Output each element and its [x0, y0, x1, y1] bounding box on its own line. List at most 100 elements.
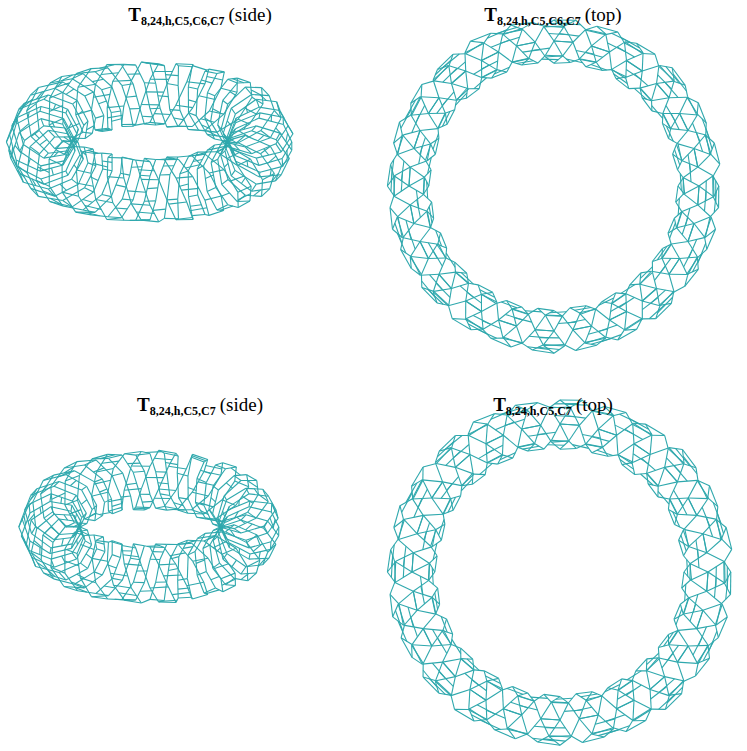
mesh-edge — [710, 143, 714, 155]
mesh-edge — [187, 582, 204, 586]
mesh-edge — [153, 551, 164, 552]
mesh-edge — [102, 461, 119, 463]
mesh-edge — [611, 303, 627, 312]
mesh-edge — [40, 507, 41, 513]
mesh-edge — [282, 142, 292, 158]
mesh-edge — [232, 560, 236, 567]
mesh-edge — [218, 125, 221, 129]
mesh-edge — [142, 116, 153, 118]
mesh-edge — [223, 100, 228, 104]
mesh-edge — [101, 73, 118, 75]
mesh-edge — [195, 478, 197, 502]
mesh-edge — [170, 109, 180, 111]
mesh-edge — [438, 113, 445, 128]
mesh-edge — [420, 241, 428, 258]
mesh-edge — [592, 46, 610, 52]
mesh-edge — [150, 544, 156, 559]
mesh-edge — [72, 179, 79, 184]
mesh-edge — [211, 576, 219, 579]
mesh-edge — [55, 184, 79, 196]
mesh-edge — [233, 150, 256, 158]
mesh-edge — [121, 496, 131, 497]
mesh-edge — [697, 103, 698, 116]
mesh-edge — [203, 545, 210, 548]
mesh-edge — [108, 154, 112, 157]
mesh-edge — [93, 94, 110, 97]
mesh-edge — [168, 568, 178, 570]
mesh-edge — [221, 104, 228, 129]
mesh-edge — [516, 42, 535, 46]
mesh-edge — [94, 551, 105, 571]
mesh-edge — [60, 184, 67, 190]
mesh-edge — [410, 205, 414, 224]
mesh-edge — [688, 115, 697, 130]
mesh-edge — [188, 100, 196, 102]
mesh-edge — [238, 186, 251, 192]
mesh-edge — [74, 165, 77, 169]
mesh-edge — [585, 337, 605, 343]
mesh-edge — [49, 119, 62, 125]
mesh-edge — [483, 43, 498, 52]
mesh-edge — [178, 156, 192, 157]
mesh-edge — [697, 257, 699, 270]
mesh-edge — [420, 131, 431, 145]
mesh-edge — [80, 563, 87, 568]
mesh-edge — [207, 74, 217, 93]
mesh-edge — [609, 312, 626, 320]
mesh-edge — [694, 148, 698, 167]
mesh-edge — [213, 469, 226, 486]
mesh-edge — [180, 171, 188, 174]
mesh-edge — [177, 456, 179, 473]
mesh-edge — [41, 119, 63, 125]
mesh-edge — [223, 585, 236, 591]
mesh-edge — [130, 159, 133, 175]
mesh-edge — [409, 167, 410, 186]
mesh-edge — [111, 173, 120, 196]
mesh-edge — [150, 559, 160, 560]
mesh-edge — [72, 159, 84, 179]
mesh-edge — [715, 181, 716, 202]
mesh-edge — [507, 301, 522, 307]
mesh-edge — [131, 496, 134, 510]
mesh-edge — [86, 554, 92, 559]
mesh-edge — [24, 516, 26, 525]
mesh-edge — [147, 187, 158, 189]
mesh-edge — [193, 558, 208, 561]
mesh-edge — [96, 116, 104, 118]
mesh-edge — [464, 53, 466, 71]
mesh-edge — [627, 60, 643, 71]
mesh-edge — [172, 592, 189, 594]
mesh-edge — [283, 117, 293, 134]
mesh-edge — [546, 315, 554, 331]
mesh-edge — [669, 274, 687, 275]
mesh-edge — [668, 218, 674, 233]
mesh-edge — [245, 147, 251, 154]
mesh-edge — [402, 134, 414, 148]
mesh-edge — [122, 546, 124, 564]
mesh-edge — [425, 178, 429, 186]
mesh-edge — [62, 556, 66, 563]
mesh-edge — [39, 166, 41, 171]
mesh-edge — [85, 133, 92, 138]
mesh-edge — [33, 502, 36, 527]
mesh-edge — [79, 459, 92, 476]
mesh-edge — [112, 504, 122, 507]
mesh-edge — [426, 144, 431, 160]
mesh-edge — [94, 535, 103, 537]
mesh-edge — [452, 319, 471, 330]
mesh-edge — [252, 126, 257, 131]
mesh-edge — [64, 515, 68, 520]
mesh-edge — [156, 159, 165, 160]
mesh-edge — [122, 199, 133, 201]
mesh-edge — [466, 301, 482, 312]
mesh-edge — [72, 192, 93, 207]
mesh-edge — [466, 71, 468, 88]
mesh-edge — [159, 218, 165, 221]
mesh-edge — [41, 494, 44, 518]
mesh-edge — [640, 83, 657, 88]
mesh-edge — [236, 548, 247, 566]
mesh-edge — [694, 148, 711, 154]
mesh-edge — [95, 542, 104, 544]
mesh-edge — [154, 71, 172, 72]
mesh-edge — [160, 494, 167, 510]
